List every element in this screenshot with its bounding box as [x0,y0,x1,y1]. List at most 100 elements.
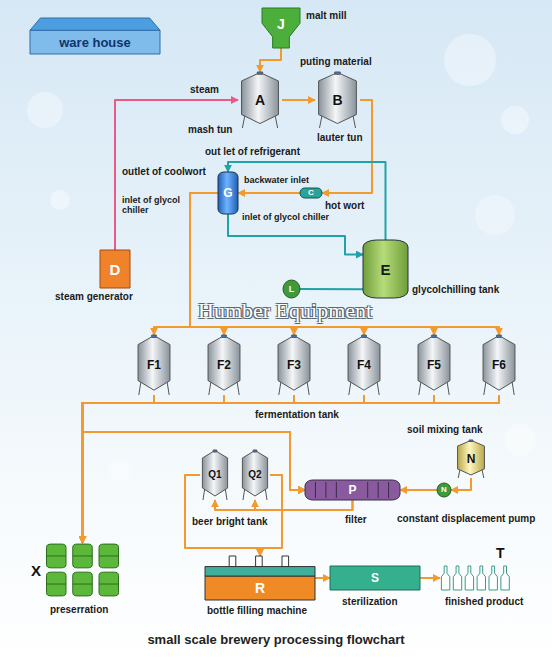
callout-letter: G [223,187,232,199]
pipe-connector [228,162,386,240]
pipe-connector [83,395,365,543]
wort-pump: Chot wort [300,188,322,198]
fermentation-tank: F4 [345,335,383,395]
heat-exchanger: G [218,172,238,214]
pipe-connector [83,395,155,543]
part-name: malt mill [306,10,347,21]
bottle-filler: Rbottle filling machine [205,556,315,600]
pipe-connector [82,395,499,490]
displacement-pump: Nconstant displacement pump [437,483,451,497]
part-name: finished product [445,596,523,607]
pipe-connector [82,395,434,490]
material-note: puting material [300,56,372,67]
node-shape [45,543,120,597]
callout-letter: F2 [217,359,231,371]
pipe-connector [260,48,281,72]
bubble [108,458,132,482]
fermentation-tank: F6 [480,335,518,395]
callout-letter: S [371,572,379,584]
callout-letter: J [277,17,285,31]
callout-letter: B [332,93,342,107]
pipe-connector [238,192,300,194]
pipe-connector [115,100,238,250]
callout-letter: E [380,262,390,277]
group-label: fermentation tank [255,409,339,420]
group-label: beer bright tank [192,516,268,527]
filter: Pfilter [305,480,400,500]
mixing-tank: Nsoil mixing tank [455,440,487,478]
callout-letter: Q1 [208,470,221,480]
callout-letter: N [441,486,447,494]
callout-letter: L [289,285,295,294]
bubble [501,106,529,134]
bubble [475,195,515,235]
part-name: soil mixing tank [407,424,483,435]
keg-storage: Xpreserration [45,543,120,597]
edge-label: steam [190,84,219,95]
pipe-connector [282,99,315,101]
pipe-connector [315,577,330,579]
callout-letter: Q2 [248,470,261,480]
bubble [27,92,63,128]
callout-letter: F5 [427,359,441,371]
callout-letter: T [496,546,505,560]
fermentation-tank: F2 [205,335,243,395]
bright-tank: Q2 [240,450,270,500]
pipe-connector [400,489,437,491]
node-shape [440,566,510,590]
finished-bottles: Tfinished product [440,566,510,590]
part-name: hot wort [325,200,364,211]
fermentation-tank: F1 [135,335,173,395]
fermentation-tank: F3 [275,335,313,395]
pipe-connector [228,214,363,255]
caption: small scale brewery processing flowchart [0,632,552,647]
glycol-pump: L [283,280,300,298]
bubble [444,34,496,86]
port-label: backwater inlet [244,176,309,186]
callout-letter: N [467,453,476,465]
pipe-connector [190,193,499,335]
lauter-tun: Blauter tun [315,72,360,128]
part-name: sterilization [342,596,398,607]
callout-letter: D [110,262,121,277]
port-label: inlet of glycol chiller [122,196,184,216]
part-name: preserration [50,604,108,615]
callout-letter: P [348,484,356,496]
malt-mill: Jmalt mill [262,8,300,48]
callout-letter: C [308,189,314,197]
sterilizer: Ssterilization [330,566,420,590]
part-name: mash tun [188,124,232,135]
port-label: inlet of glycol chiller [242,213,329,223]
steam-generator: Dsteam generator [100,250,130,288]
fermentation-tank: F5 [415,335,453,395]
glycol-tank: Eglycolchilling tank [363,240,408,298]
port-label: outlet of coolwort [122,166,206,177]
pipe-connector [451,478,471,490]
callout-letter: F6 [492,359,506,371]
pipe-connector [420,577,440,579]
part-name: constant displacement pump [397,513,535,524]
bright-tank: Q1 [200,450,230,500]
callout-letter: F1 [147,359,161,371]
callout-letter: X [31,563,41,578]
callout-letter: A [255,93,265,107]
part-name: steam generator [55,291,133,302]
watermark: Humber Equipment [198,300,372,322]
part-name: lauter tun [317,132,363,143]
pipe-connector [300,288,363,290]
pipe-connector [255,500,353,510]
port-label: out let of refrigerant [205,146,300,157]
warehouse-building: ware house [30,18,160,54]
part-name: glycolchilling tank [412,284,499,295]
pipe-connector [83,395,435,543]
mash-tun: Amash tun [238,72,282,128]
callout-letter: F3 [287,359,301,371]
callout-letter: R [255,581,265,595]
part-name: bottle filling machine [207,605,307,616]
bubble [504,424,536,456]
pipe-connector [215,500,353,510]
callout-letter: F4 [357,359,371,371]
bubble [50,190,70,210]
part-name: filter [345,514,367,525]
box-label: ware house [59,36,131,49]
